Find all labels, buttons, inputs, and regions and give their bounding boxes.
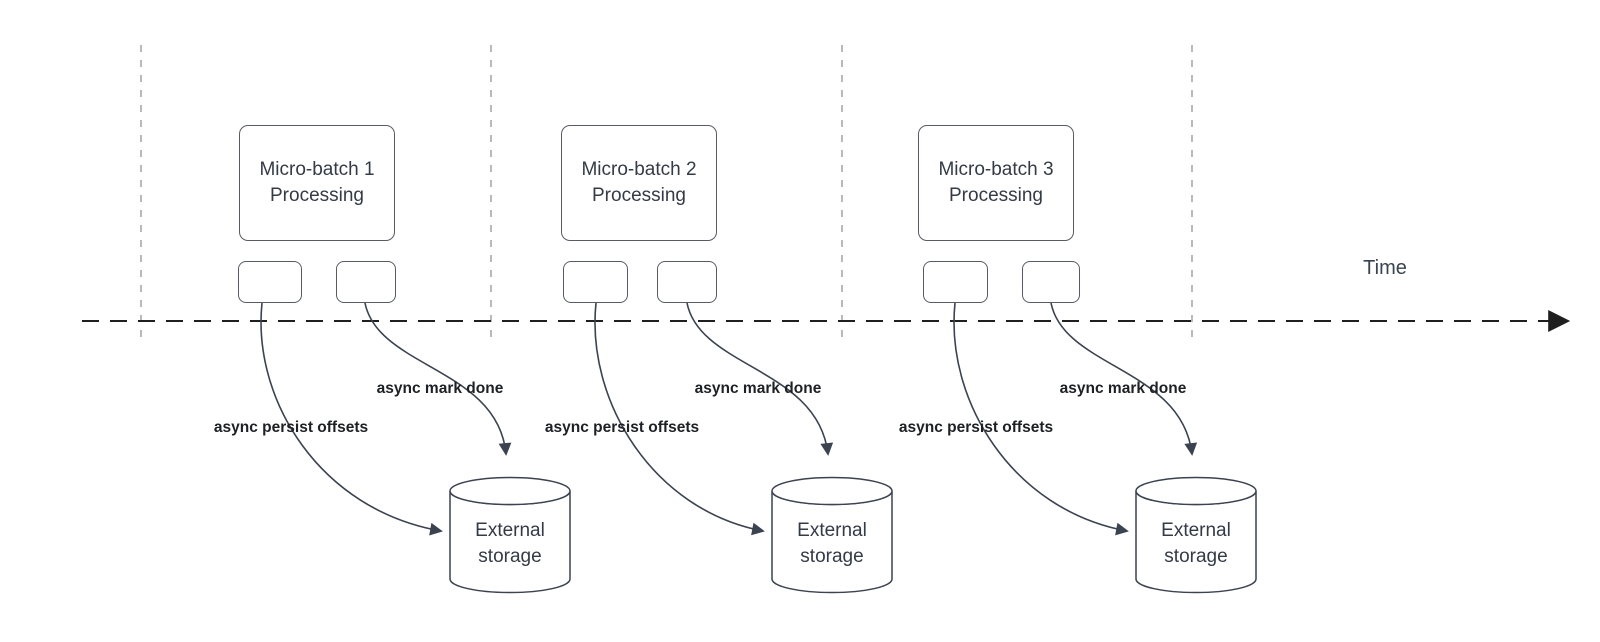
time-axis-label: Time <box>1363 257 1407 279</box>
micro-batch-2-title-line1: Micro-batch 2 <box>581 159 697 180</box>
async-mark-done-label-3: async mark done <box>1059 380 1187 397</box>
micro-batch-2-title-line2: Processing <box>592 185 686 206</box>
micro-batch-2-box: Micro-batch 2 Processing <box>561 125 717 241</box>
async-persist-offsets-label-1: async persist offsets <box>213 419 369 436</box>
external-storage-label-1: External storage <box>475 520 545 567</box>
mark-done-task-box-3 <box>1022 261 1080 303</box>
micro-batch-3-title-line2: Processing <box>949 185 1043 206</box>
async-persist-offsets-label-2: async persist offsets <box>544 419 700 436</box>
cylinder-top <box>771 476 893 506</box>
cylinder-top <box>449 476 571 506</box>
micro-batch-3-box: Micro-batch 3 Processing <box>918 125 1074 241</box>
async-mark-done-arrow-2 <box>686 302 834 456</box>
external-storage-cylinder-1 <box>449 476 571 594</box>
micro-batch-3-title-line1: Micro-batch 3 <box>938 159 1054 180</box>
persist-offsets-task-box-2 <box>563 261 628 303</box>
micro-batch-1-box: Micro-batch 1 Processing <box>239 125 395 241</box>
async-mark-done-label-1: async mark done <box>376 380 504 397</box>
cylinder-top <box>1135 476 1257 506</box>
persist-offsets-task-box-1 <box>238 261 302 303</box>
mark-done-task-box-2 <box>657 261 717 303</box>
async-persist-offsets-label-3: async persist offsets <box>898 419 1054 436</box>
external-storage-cylinder-2 <box>771 476 893 594</box>
micro-batch-1-title-line1: Micro-batch 1 <box>259 159 375 180</box>
external-storage-label-2: External storage <box>797 520 867 567</box>
async-persist-offsets-arrow-1 <box>260 302 443 536</box>
async-mark-done-arrow-3 <box>1050 302 1198 456</box>
persist-offsets-task-box-3 <box>923 261 988 303</box>
async-mark-done-label-2: async mark done <box>694 380 822 397</box>
async-persist-offsets-arrow-2 <box>594 302 765 536</box>
async-mark-done-arrow-1 <box>364 302 512 456</box>
external-storage-cylinder-3 <box>1135 476 1257 594</box>
mark-done-task-box-1 <box>336 261 396 303</box>
async-persist-offsets-arrow-3 <box>953 302 1129 536</box>
micro-batch-1-title-line2: Processing <box>270 185 364 206</box>
external-storage-label-3: External storage <box>1161 520 1231 567</box>
